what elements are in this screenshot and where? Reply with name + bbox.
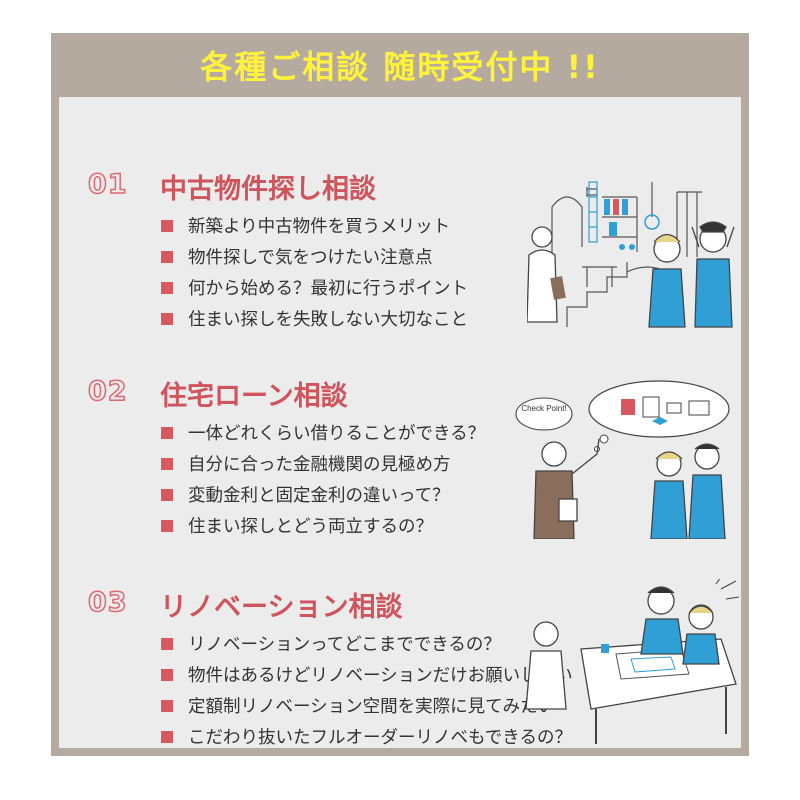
list-item-text: 住まい探しを失敗しない大切なこと	[188, 310, 468, 330]
list-item: 住まい探しを失敗しない大切なこと	[161, 303, 468, 334]
list-item: 一体どれくらい借りることができる？	[161, 417, 485, 448]
section-heading: 01 中古物件探し相談	[59, 167, 741, 207]
section-number: 02	[87, 375, 128, 408]
square-bullet-icon	[161, 637, 173, 650]
list-item: 新築より中古物件を買うメリット	[161, 210, 468, 241]
list-item: 住まい探しとどう両立するの？	[161, 510, 485, 541]
square-bullet-icon	[161, 699, 173, 712]
square-bullet-icon	[161, 488, 173, 501]
section-number: 03	[87, 586, 128, 619]
section-title: リノベーション相談	[160, 592, 403, 623]
list-item-text: 変動金利と固定金利の違いって？	[188, 486, 450, 506]
list-item-text: 何から始める？最初に行うポイント	[188, 279, 468, 299]
list-item-text: こだわり抜いたフルオーダーリノベもできるの？	[188, 728, 572, 748]
list-item-text: 住まい探しとどう両立するの？	[188, 517, 433, 537]
list-item: 変動金利と固定金利の違いって？	[161, 479, 485, 510]
header-banner: 各種ご相談 随時受付中 !!	[51, 33, 749, 97]
list-item: こだわり抜いたフルオーダーリノベもできるの？	[161, 721, 573, 752]
square-bullet-icon	[161, 457, 173, 470]
square-bullet-icon	[161, 426, 173, 439]
square-bullet-icon	[161, 219, 173, 232]
list-item-text: リノベーションってどこまでできるの？	[188, 635, 501, 655]
list-item-text: 自分に合った金融機関の見極め方	[188, 455, 451, 475]
square-bullet-icon	[161, 668, 173, 681]
list-item: 物件はあるけどリノベーションだけお願いしたい	[161, 659, 573, 690]
list-item: 物件探しで気をつけたい注意点	[161, 241, 468, 272]
section-number: 01	[87, 168, 128, 201]
list-item: 定額制リノベーション空間を実際に見てみたい	[161, 690, 573, 721]
section-heading: 02 住宅ローン相談	[59, 374, 741, 414]
header-title: 各種ご相談 随時受付中 !!	[200, 48, 600, 86]
list-item: 何から始める？最初に行うポイント	[161, 272, 468, 303]
list-item-text: 定額制リノベーション空間を実際に見てみたい	[188, 697, 556, 717]
renovation-meeting-illustration	[525, 579, 740, 744]
square-bullet-icon	[161, 312, 173, 325]
list-item: 自分に合った金融機関の見極め方	[161, 448, 485, 479]
loan-consultation-illustration: Check Point!	[515, 380, 730, 539]
topic-list: 新築より中古物件を買うメリット 物件探しで気をつけたい注意点 何から始める？最初…	[161, 210, 468, 334]
square-bullet-icon	[161, 250, 173, 263]
square-bullet-icon	[161, 519, 173, 532]
square-bullet-icon	[161, 730, 173, 743]
topic-list: 一体どれくらい借りることができる？ 自分に合った金融機関の見極め方 変動金利と固…	[161, 417, 485, 541]
list-item-text: 新築より中古物件を買うメリット	[188, 217, 451, 237]
topic-list: リノベーションってどこまでできるの？ 物件はあるけどリノベーションだけお願いした…	[161, 628, 573, 752]
content-panel: 01 中古物件探し相談 新築より中古物件を買うメリット 物件探しで気をつけたい注…	[59, 97, 741, 748]
checkpoint-bubble-text: Check Point!	[521, 404, 566, 413]
section-heading: 03 リノベーション相談	[59, 585, 741, 625]
list-item: リノベーションってどこまでできるの？	[161, 628, 573, 659]
property-viewing-illustration	[527, 181, 735, 328]
section-title: 住宅ローン相談	[160, 381, 348, 412]
square-bullet-icon	[161, 281, 173, 294]
list-item-text: 一体どれくらい借りることができる？	[188, 424, 486, 444]
list-item-text: 物件はあるけどリノベーションだけお願いしたい	[188, 666, 573, 686]
content-frame: 各種ご相談 随時受付中 !! 01 中古物件探し相談 新築より中古物件を買うメリ…	[51, 33, 749, 756]
section-title: 中古物件探し相談	[160, 174, 376, 205]
list-item-text: 物件探しで気をつけたい注意点	[188, 248, 433, 268]
